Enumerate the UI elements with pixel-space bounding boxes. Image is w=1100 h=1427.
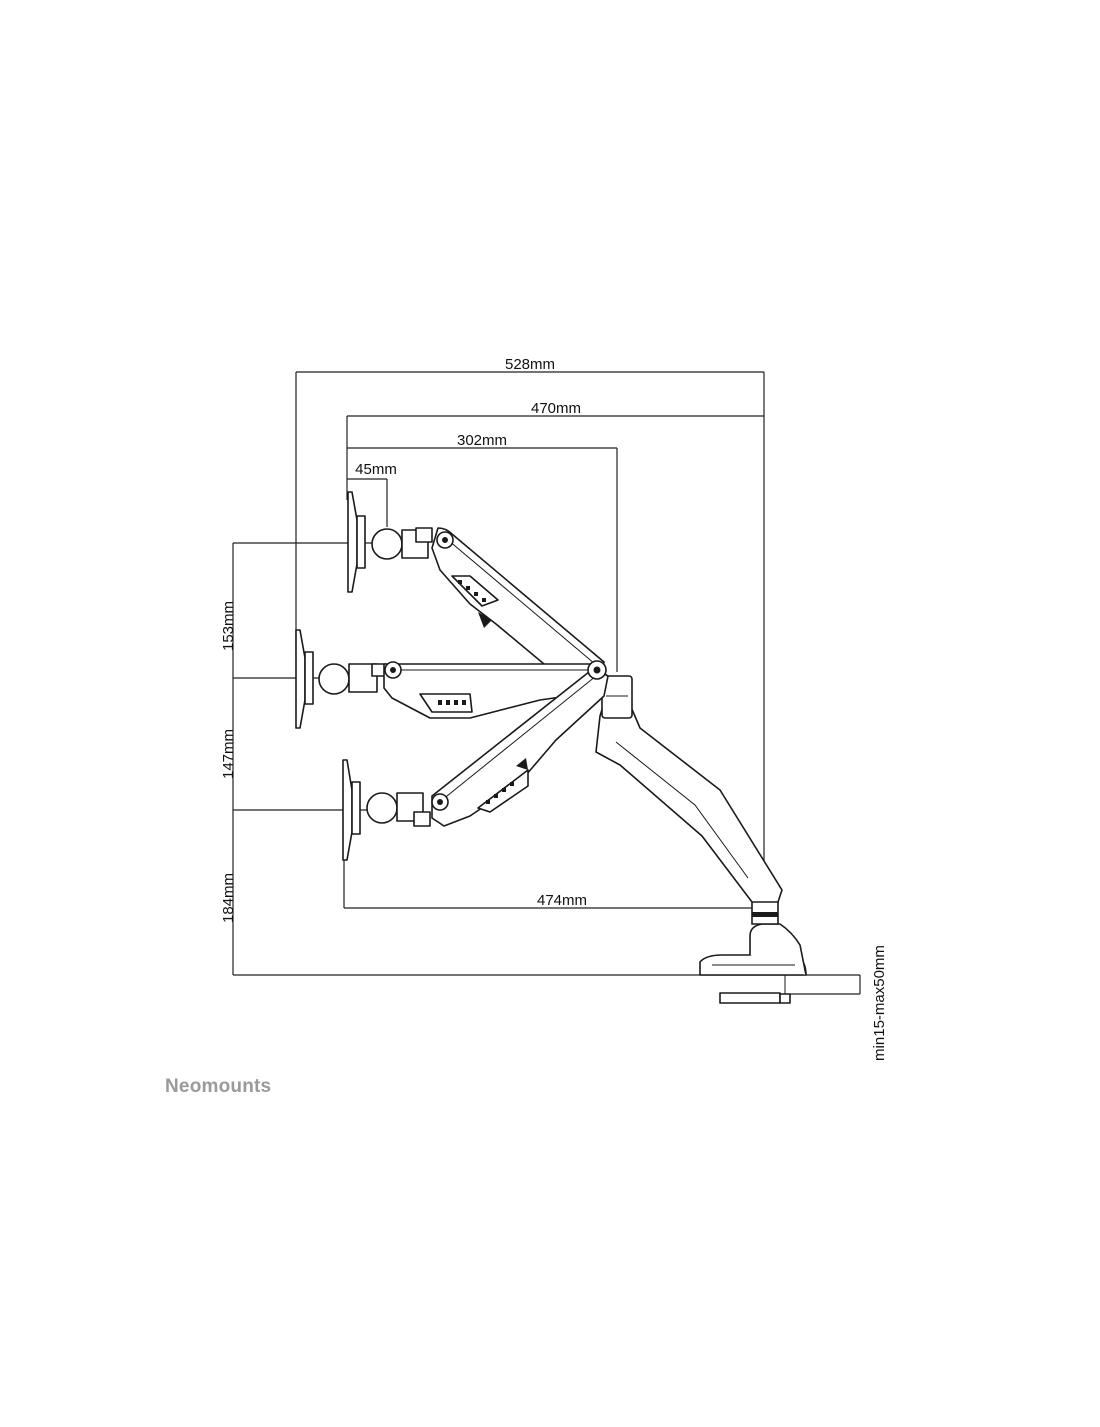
pivot-middle (384, 661, 402, 679)
mount-pole (751, 899, 779, 925)
monitor-plate-lower (342, 759, 431, 861)
monitor-plate-upper (347, 491, 433, 593)
monitor-plate-middle (295, 629, 387, 729)
dim-middle-height-label: 147mm (220, 729, 237, 779)
dim-total-width-label: 528mm (505, 356, 555, 373)
brand-logo-text: Neomounts (165, 1076, 272, 1097)
dim-desk-thickness-label: min15-max50mm (871, 945, 888, 1061)
dim-base-reach-label: 474mm (537, 892, 587, 909)
dim-lower-height-label: 184mm (220, 873, 237, 923)
dim-arm-reach-label: 470mm (531, 400, 581, 417)
dim-upper-height-label: 153mm (220, 601, 237, 651)
dim-head-offset-label: 45mm (355, 461, 397, 478)
pivot-upper (436, 531, 454, 549)
gas-arm-middle (383, 663, 607, 719)
lower-arm (595, 675, 783, 903)
elbow-joint (587, 660, 607, 680)
pivot-lower (431, 793, 449, 811)
gas-arm-lower (431, 667, 609, 827)
gas-arm-upper (431, 527, 605, 695)
desk-clamp (699, 923, 807, 1004)
dim-middle-reach-label: 302mm (457, 432, 507, 449)
